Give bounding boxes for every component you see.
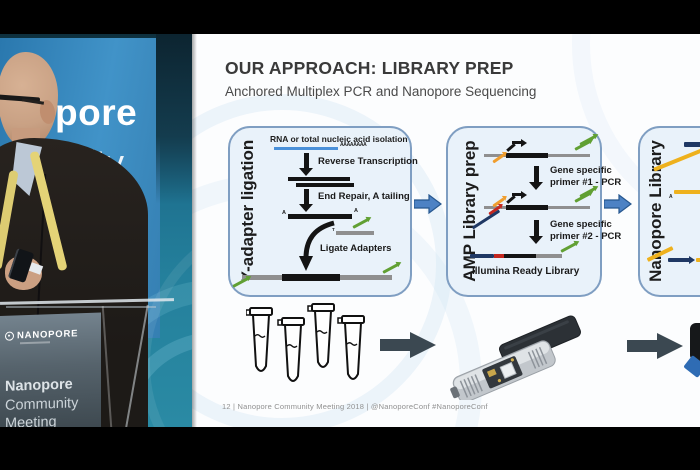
banner-text-fragment: pore xyxy=(55,92,138,133)
slide-footer: 12 | Nanopore Community Meeting 2018 | @… xyxy=(222,402,488,411)
library-black-segment xyxy=(504,254,536,258)
a-tail-mark: A xyxy=(282,210,286,216)
t-overhang-mark: T xyxy=(332,227,335,232)
laptop-partial-image xyxy=(690,323,700,361)
podium-acrylic-edge xyxy=(6,306,156,308)
letterbox-bottom xyxy=(0,427,700,470)
laptop-partial-image xyxy=(683,355,700,378)
panel-label: Y-adapter ligation xyxy=(238,139,257,283)
step-endrepair-label: End Repair, A tailing xyxy=(318,191,410,202)
podium-line: Nanopore xyxy=(5,376,73,395)
panel-amp-library-prep: AMP Library prep Gene specific primer #1… xyxy=(446,126,621,297)
down-arrow-icon xyxy=(534,220,539,236)
podium-line: Community xyxy=(5,394,79,414)
primer-bent-arrow-head xyxy=(521,190,527,199)
podium-brand-subline xyxy=(20,341,50,345)
video-content: pore ity NANOPORE xyxy=(0,34,700,427)
primer1-label-line1: Gene specific xyxy=(550,165,612,176)
stage-backdrop-shadow xyxy=(156,34,192,204)
primer-bent-arrow xyxy=(512,193,522,196)
panel-nanopore-library: Nanopore Library A xyxy=(638,126,700,297)
down-arrow-icon xyxy=(534,166,539,182)
library-green-arm xyxy=(560,242,577,253)
primer-bent-arrow-head xyxy=(521,138,527,147)
step-ligate-label: Ligate Adapters xyxy=(320,243,392,254)
flow-arrow-icon xyxy=(604,194,632,214)
letterbox-top xyxy=(0,0,700,34)
y-adapter-green xyxy=(382,263,399,274)
primer-bent-arrow xyxy=(512,141,522,144)
pcr-tubes-icon xyxy=(246,303,365,382)
step-isolation-label: RNA or total nucleic acid isolation xyxy=(270,134,408,144)
presentation-slide: OUR APPROACH: LIBRARY PREP Anchored Mult… xyxy=(192,34,700,427)
minion-device-image xyxy=(450,315,581,400)
primer2-label-line1: Gene specific xyxy=(550,219,612,230)
a-tailed-dna xyxy=(288,214,352,219)
stage-scene: pore ity NANOPORE xyxy=(0,34,192,427)
nanopore-navy-arrow xyxy=(668,258,690,262)
workflow-arrow-icon xyxy=(627,333,683,359)
panel-label: AMP Library prep xyxy=(460,140,479,282)
primer2-label-line2: primer #2 - PCR xyxy=(550,231,622,242)
podium-line: Meeting xyxy=(5,414,57,427)
panel-y-adapter-ligation: Y-adapter ligation RNA or total nucleic … xyxy=(228,126,418,297)
panel-label: Nanopore Library xyxy=(646,140,665,282)
podium-event-text: Nanopore Community Meeting xyxy=(5,375,78,427)
adapter-green-arm xyxy=(352,218,369,229)
adapter-strand xyxy=(336,231,374,235)
ligated-library-insert xyxy=(282,274,340,281)
workflow-arrow-icon xyxy=(380,332,436,358)
down-arrow-icon xyxy=(304,189,309,204)
template-insert xyxy=(506,205,548,210)
down-arrow-icon xyxy=(304,153,309,168)
nanopore-logo-icon xyxy=(5,331,14,341)
rna-strand xyxy=(274,147,338,150)
a-tail-mark: A xyxy=(669,194,673,200)
primer1-label-line2: primer #1 - PCR xyxy=(550,177,622,188)
illumina-ready-label: Illumina Ready Library xyxy=(472,266,580,277)
nanopore-navy-arrow-head xyxy=(689,256,695,264)
nanopore-navy-segment xyxy=(684,142,700,147)
podium-brand-text: NANOPORE xyxy=(17,328,79,342)
slide-subtitle: Anchored Multiplex PCR and Nanopore Sequ… xyxy=(225,84,537,99)
nanopore-gold-strand xyxy=(674,190,700,194)
library-gray-segment xyxy=(536,254,562,258)
library-navy-segment xyxy=(470,254,494,258)
dna-strand xyxy=(296,182,354,187)
library-red-segment xyxy=(494,254,504,258)
template-insert xyxy=(506,153,548,158)
nanopore-gold-strand xyxy=(696,258,700,262)
dna-strand xyxy=(288,177,350,181)
step-rt-label: Reverse Transcription xyxy=(318,156,418,167)
primer-bent-arrow xyxy=(506,143,516,152)
polya-tail-label: AAAAAAAA xyxy=(340,142,367,148)
curved-arrow-icon xyxy=(299,220,335,271)
podium-front-panel: NANOPORE Nanopore Community Meeting xyxy=(0,312,101,427)
podium-brand-row: NANOPORE xyxy=(5,328,78,342)
slide-title: OUR APPROACH: LIBRARY PREP xyxy=(225,58,514,78)
flow-arrow-icon xyxy=(414,194,442,214)
a-tail-mark: A xyxy=(354,208,358,214)
